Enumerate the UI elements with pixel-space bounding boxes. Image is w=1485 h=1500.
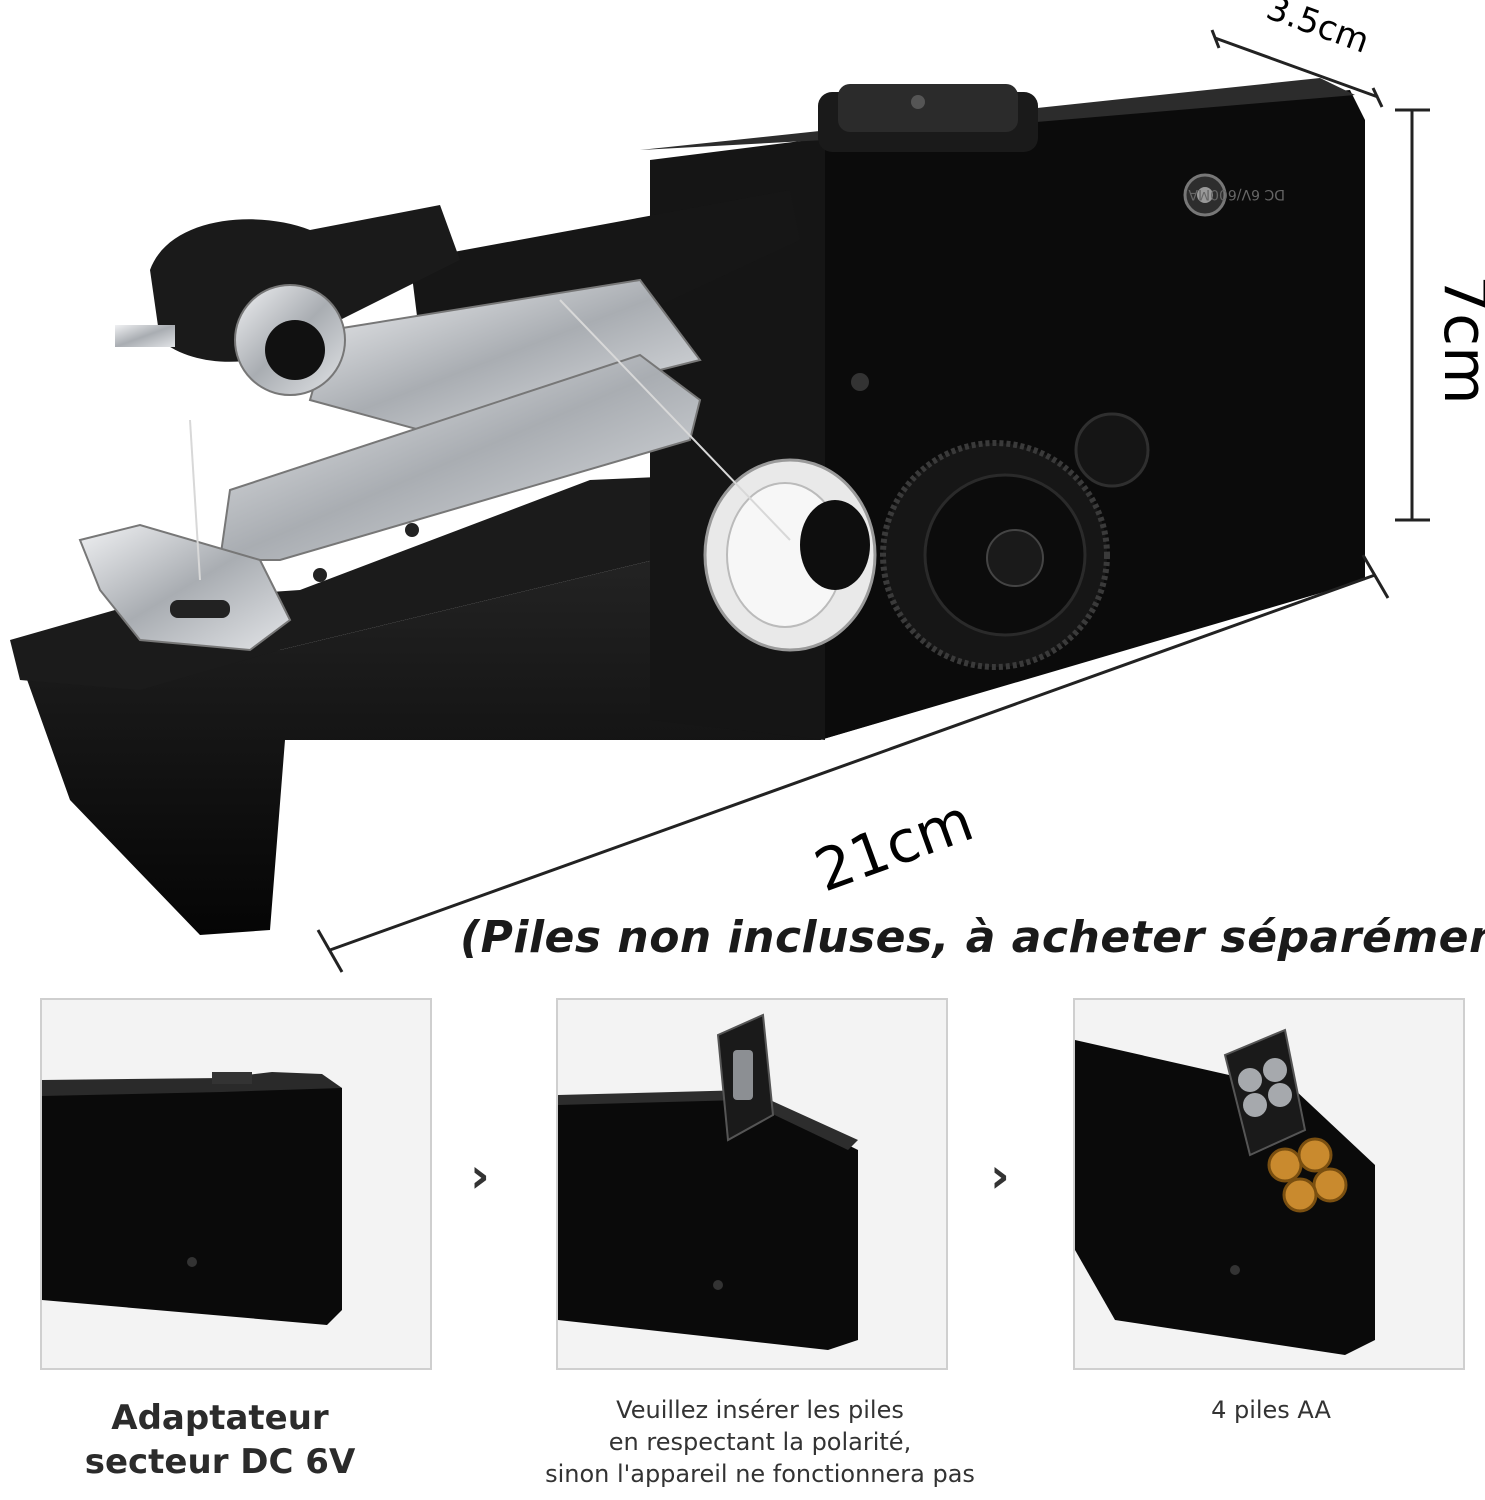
caption-line: Adaptateur xyxy=(111,1398,329,1438)
device-label: DC 6V/600MA xyxy=(1188,186,1285,202)
caption-line: sinon l'appareil ne fonctionnera pas xyxy=(545,1460,975,1488)
battery-note: (Piles non incluses, à acheter séparémen… xyxy=(460,912,1485,963)
panel-insert-batteries xyxy=(556,998,948,1370)
caption-aa-batteries: 4 piles AA xyxy=(1075,1394,1467,1426)
caption-insert-batteries: Veuillez insérer les piles en respectant… xyxy=(500,1394,1020,1490)
length-label: 21cm xyxy=(806,786,982,905)
caption-adapter: Adaptateur secteur DC 6V xyxy=(40,1396,400,1484)
power-switch-icon xyxy=(818,84,1038,152)
handwheel-icon xyxy=(880,440,1110,670)
depth-label: 3.5cm xyxy=(1261,0,1374,62)
step-arrow-icon: › xyxy=(470,1148,490,1204)
dc-socket-icon xyxy=(1183,173,1227,217)
sewing-machine-illustration: DC 6V/600MA xyxy=(10,0,1485,973)
thread-spool-icon xyxy=(703,458,877,652)
button-icon xyxy=(1074,412,1150,488)
panel-aa-batteries xyxy=(1073,998,1465,1370)
caption-line: en respectant la polarité, xyxy=(608,1428,912,1456)
tension-knob-icon xyxy=(115,205,460,396)
open-battery-compartment-image xyxy=(558,1013,858,1350)
caption-line: 4 piles AA xyxy=(1211,1396,1331,1424)
adapter-image xyxy=(42,1072,342,1325)
step-arrow-icon: › xyxy=(990,1148,1010,1204)
screw-icon xyxy=(851,373,869,391)
dimension-lines xyxy=(316,29,1430,973)
caption-line: Veuillez insérer les piles xyxy=(616,1396,904,1424)
panel-adapter xyxy=(40,998,432,1370)
height-label: 7cm xyxy=(1430,275,1485,405)
metal-presser-arm xyxy=(78,278,702,652)
caption-line: secteur DC 6V xyxy=(84,1442,356,1482)
aa-batteries-image xyxy=(1075,1028,1375,1355)
battery-icon xyxy=(1267,1137,1348,1213)
machine-body xyxy=(10,78,1365,935)
